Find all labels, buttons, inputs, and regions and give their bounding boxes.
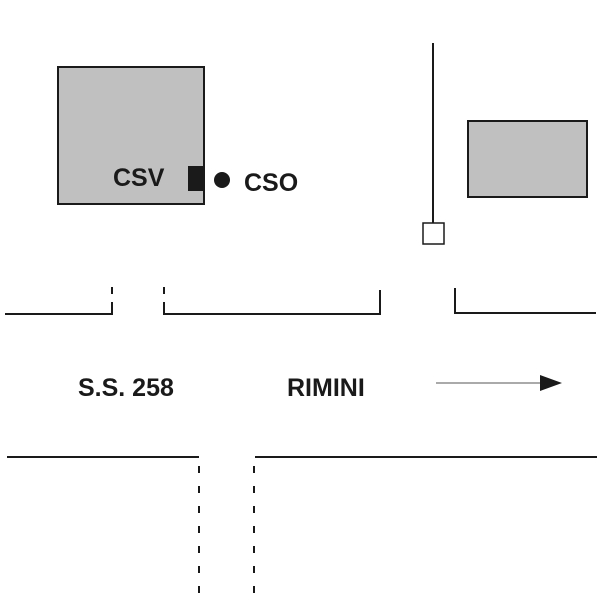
csv-label: CSV xyxy=(113,164,165,192)
pole-box xyxy=(422,222,445,245)
csv-marker xyxy=(188,166,203,191)
road-upper-edge xyxy=(5,287,596,315)
building-main xyxy=(57,66,205,205)
building-right xyxy=(467,120,588,198)
direction-label: RIMINI xyxy=(287,374,365,402)
cso-label: CSO xyxy=(244,169,298,197)
road-name-label: S.S. 258 xyxy=(78,374,174,402)
road-lower-edge xyxy=(7,456,597,596)
cso-marker xyxy=(214,172,230,188)
direction-arrow-icon xyxy=(436,375,562,391)
